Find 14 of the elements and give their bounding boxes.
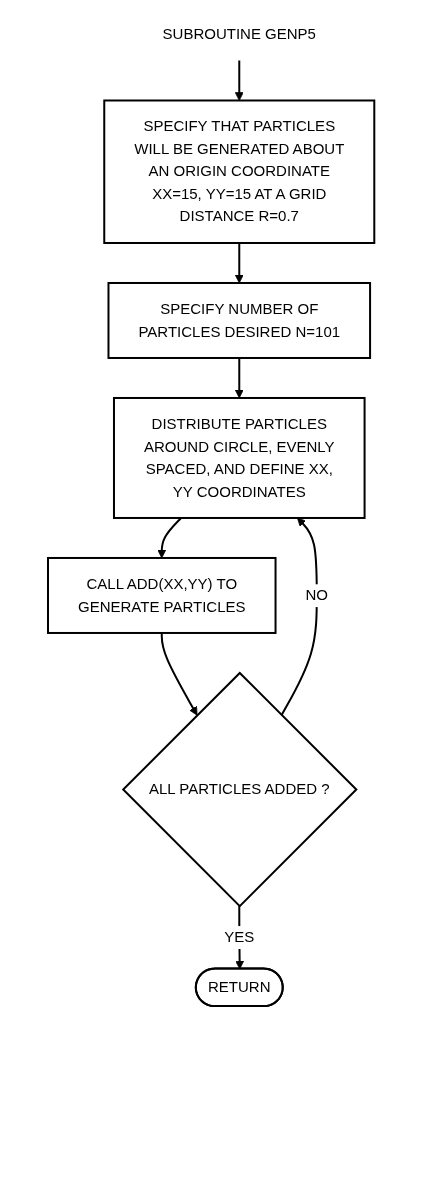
arrow [160, 631, 198, 716]
node-text: SUBROUTINE GENP5 [162, 25, 316, 42]
arrow [157, 517, 182, 559]
arrow [234, 59, 244, 101]
arrow [280, 517, 318, 717]
edge-label: NO [305, 586, 328, 604]
edge-label: YES [224, 928, 255, 946]
node-diamond: ALL PARTICLES ADDED ? [121, 671, 358, 908]
node-box: CALL ADD(XX,YY) TO GENERATE PARTICLES [46, 556, 277, 634]
node-box: SPECIFY THAT PARTICLES WILL BE GENERATED ABOUT AN ORIGIN COORDINATE XX=15, YY=15 AT A GRID DISTANCE R=0.7 [103, 99, 376, 244]
node-box: SPECIFY NUMBER OF PARTICLES DESIRED N=101 [107, 282, 371, 359]
arrow [234, 242, 244, 284]
node-box: DISTRIBUTE PARTICLES AROUND CIRCLE, EVENLY SPACED, AND DEFINE XX, YY COORDINATES [112, 397, 366, 519]
arrow [234, 357, 244, 399]
